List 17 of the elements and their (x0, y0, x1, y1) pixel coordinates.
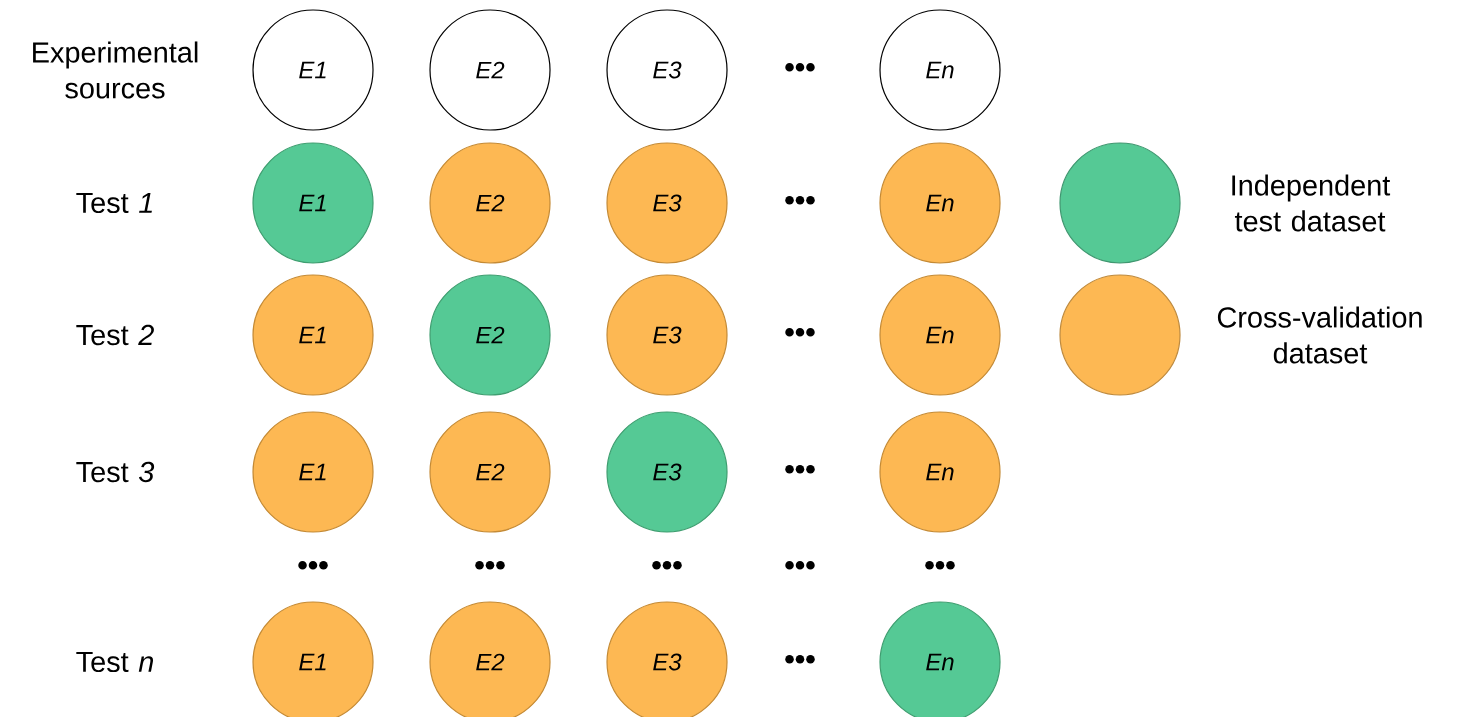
legend-label: Independent test dataset (1232, 174, 1391, 232)
ellipsis: ••• (785, 560, 815, 570)
ellipsis: ••• (785, 327, 815, 337)
row-label: Test 2 (76, 324, 154, 346)
ellipsis: ••• (785, 654, 815, 664)
ellipsis: ••• (652, 560, 682, 570)
ellipsis: ••• (925, 560, 955, 570)
row-label: Test n (76, 651, 154, 673)
ellipsis: ••• (475, 560, 505, 570)
ellipsis: ••• (785, 195, 815, 205)
row-label: Test 3 (76, 461, 155, 483)
row-label: Test 1 (76, 192, 152, 214)
legend-label: Cross-validation dataset (1217, 306, 1422, 364)
ellipsis: ••• (785, 62, 815, 72)
ellipsis: ••• (298, 560, 328, 570)
row-label: Experimental sources (33, 41, 198, 99)
ellipsis: ••• (785, 464, 815, 474)
